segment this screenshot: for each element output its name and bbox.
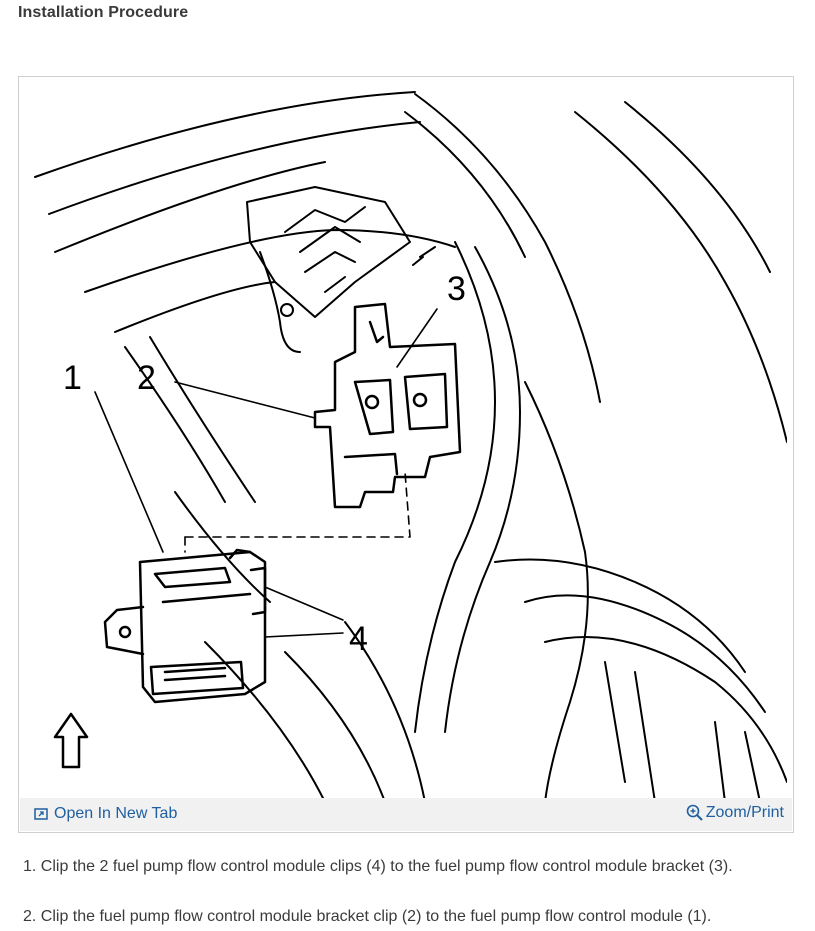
- flow-control-module: [103, 548, 267, 704]
- callout-4: 4: [349, 620, 368, 658]
- step-1-text: 1. Clip the 2 fuel pump flow control mod…: [23, 858, 733, 875]
- figure-toolbar: Open In New Tab Zoom/Print: [20, 798, 792, 831]
- callout-2: 2: [137, 359, 156, 397]
- callout-3: 3: [447, 270, 466, 308]
- module-bracket: [313, 302, 462, 509]
- open-tab-icon: [34, 808, 48, 820]
- installation-diagram[interactable]: 1 2 3 4: [25, 82, 787, 802]
- figure-container: 1 2 3 4 Open In New Tab Zoo: [18, 76, 794, 833]
- up-arrow-icon: [53, 712, 89, 769]
- diagram-drawing: 1 2 3 4: [34, 91, 787, 802]
- open-in-new-tab-label: Open In New Tab: [54, 805, 178, 822]
- callout-labels: 1 2 3 4: [63, 270, 466, 658]
- zoom-icon: [686, 804, 703, 821]
- leader-lines: [94, 308, 438, 638]
- callout-1: 1: [63, 359, 82, 397]
- zoom-print-link[interactable]: Zoom/Print: [686, 804, 784, 822]
- section-heading: Installation Procedure: [18, 4, 189, 21]
- vehicle-body-lines: [34, 91, 787, 802]
- upper-housing: [246, 186, 436, 353]
- zoom-print-label: Zoom/Print: [705, 804, 784, 821]
- open-in-new-tab-link[interactable]: Open In New Tab: [34, 805, 177, 823]
- step-2-text: 2. Clip the fuel pump flow control modul…: [23, 908, 712, 925]
